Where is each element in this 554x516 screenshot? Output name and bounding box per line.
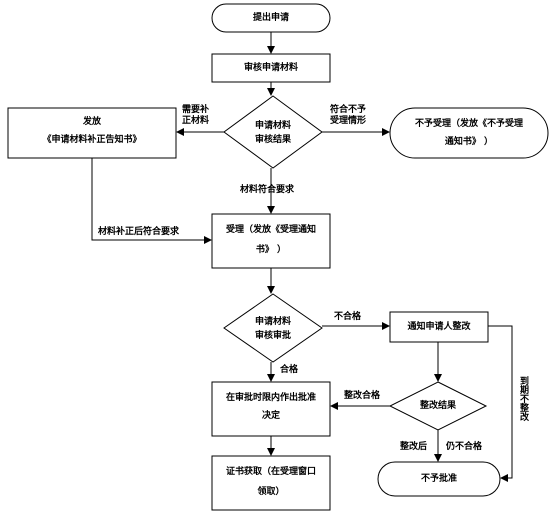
edge-label-fail: 不合格 [334, 312, 362, 322]
review-materials-box [211, 53, 331, 83]
accept-label-2: 书》 ） [255, 245, 287, 255]
approval-diamond [223, 293, 323, 363]
issue-notice-label-1: 发放 [82, 117, 101, 127]
not-accept-terminal [389, 107, 549, 159]
accept-label-1: 受理（发放《受理通知 [225, 225, 316, 235]
edge-label-need-supplement-2: 正材料 [182, 116, 210, 126]
edge-notice-to-accept [91, 158, 212, 244]
start-label: 提出申请 [252, 13, 289, 23]
certificate-box [211, 455, 331, 511]
certificate-label-1: 证书获取（在受理窗口 [225, 467, 316, 477]
decision-label-1: 在审批时限内作出批准 [225, 393, 316, 403]
decision-label-2: 决定 [261, 411, 280, 421]
issue-notice-box [7, 107, 177, 159]
approval-label-2: 审核审批 [254, 331, 291, 341]
notify-rectify-box [389, 311, 489, 343]
review-materials-label: 审核申请材料 [243, 63, 298, 73]
issue-notice-label-2: 《申请材料补正告知书》 [42, 135, 142, 145]
edge-label-overdue: 到期不整改 [518, 376, 528, 421]
not-accept-label-2: 通知书》 ） [444, 137, 494, 147]
review-result-label-2: 审核结果 [254, 135, 291, 145]
accept-box [211, 213, 331, 269]
notify-rectify-label: 通知申请人整改 [407, 322, 471, 332]
edge-label-pass: 合格 [280, 365, 299, 375]
edge-notify-overdue [488, 325, 513, 482]
certificate-label-2: 领取） [257, 487, 285, 497]
edge-label-supplement-ok: 材料补正后符合要求 [98, 227, 180, 237]
not-accept-label-1: 不予受理（发放《不予受理 [414, 119, 523, 129]
edge-label-need-supplement-1: 需要补 [182, 105, 210, 115]
not-approve-label: 不予批准 [420, 474, 457, 484]
edge-label-not-qualify-2: 受理情形 [330, 116, 367, 126]
rectify-result-label: 整改结果 [419, 401, 456, 411]
review-result-label-1: 申请材料 [254, 121, 291, 131]
edge-label-rectify-pass: 整改合格 [344, 391, 381, 401]
approval-label-1: 申请材料 [254, 317, 291, 327]
edge-label-after-rectify: 整改后 [400, 442, 428, 452]
review-result-diamond [223, 95, 323, 169]
decision-box [211, 381, 331, 437]
edge-label-not-qualify-1: 符合不予 [330, 105, 367, 115]
edge-label-still-fail: 仍不合格 [446, 442, 483, 452]
edge-label-materials-ok: 材料符合要求 [240, 185, 295, 195]
